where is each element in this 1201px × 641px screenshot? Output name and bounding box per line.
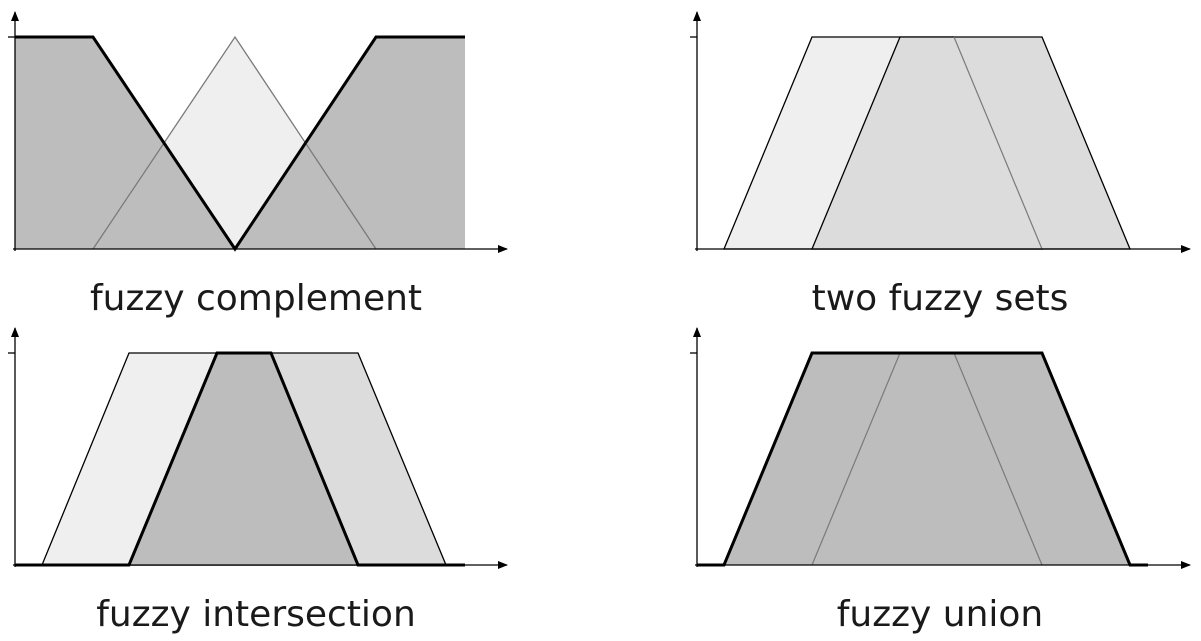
overlap-left-area	[93, 143, 235, 249]
panel-fuzzy-union: fuzzy union	[690, 327, 1191, 635]
set-a-right-edge	[953, 352, 1043, 566]
set-b-left-edge	[811, 352, 901, 566]
intersection-area	[129, 353, 358, 565]
set-a-right-edge	[953, 36, 1043, 250]
overlap-right-area	[235, 143, 376, 249]
caption-fuzzy-complement: fuzzy complement	[90, 278, 422, 319]
original-set-outline	[92, 35, 377, 250]
panel-fuzzy-complement: fuzzy complement	[8, 11, 508, 319]
caption-fuzzy-intersection: fuzzy intersection	[96, 594, 416, 635]
panel-fuzzy-intersection: fuzzy intersection	[8, 327, 508, 635]
caption-fuzzy-union: fuzzy union	[837, 594, 1044, 635]
panel-two-fuzzy-sets: two fuzzy sets	[690, 11, 1191, 319]
union-area	[724, 353, 1130, 565]
caption-two-fuzzy-sets: two fuzzy sets	[812, 278, 1069, 319]
